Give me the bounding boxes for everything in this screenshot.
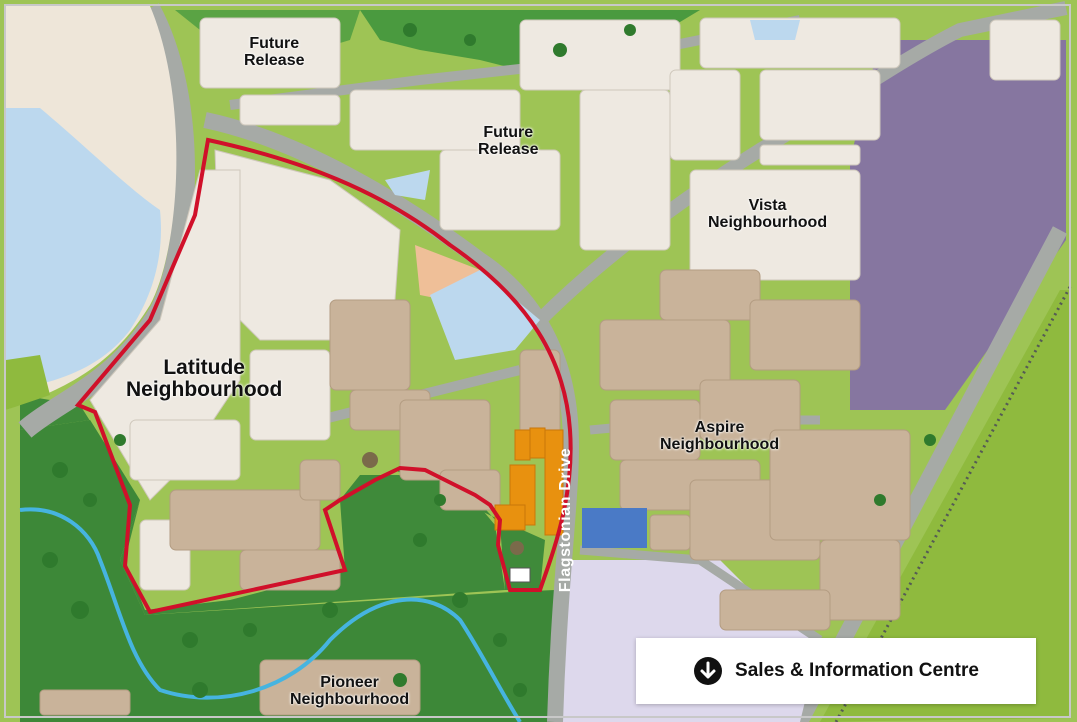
sales-information-centre-button[interactable]: Sales & Information Centre <box>636 638 1036 704</box>
playground-icon <box>510 541 524 555</box>
main-road <box>203 112 579 722</box>
tree-canopy <box>42 23 936 698</box>
creek <box>19 507 522 722</box>
latitude-boundary[interactable] <box>74 137 573 615</box>
available-lots[interactable] <box>494 427 564 536</box>
water-body-west <box>6 108 161 390</box>
road-label-flagstonian-drive: Flagstonian Drive <box>557 447 574 593</box>
commercial-lot <box>415 245 480 300</box>
school-site <box>850 40 1066 410</box>
sales-button-label: Sales & Information Centre <box>735 660 979 681</box>
arterial-road-west <box>18 3 195 438</box>
label-pioneer-neighbourhood: Pioneer Neighbourhood <box>290 674 410 708</box>
label-future-release-central: Future Release <box>478 124 539 158</box>
bushland-area-east <box>395 460 545 590</box>
label-latitude-neighbourhood: Latitude Neighbourhood <box>126 356 283 402</box>
pond-northeast <box>750 20 800 40</box>
bushland-area-south <box>20 420 575 722</box>
label-aspire-neighbourhood: Aspire Neighbourhood <box>660 419 780 453</box>
label-future-release-north: Future Release <box>244 35 305 69</box>
pond-north <box>385 170 430 200</box>
label-vista-neighbourhood: Vista Neighbourhood <box>708 197 828 231</box>
bushland-area <box>20 395 505 615</box>
building-icon <box>509 567 531 583</box>
water-body-central <box>430 270 540 360</box>
green-strip-west <box>6 355 50 410</box>
future-lots <box>89 17 1061 591</box>
released-lots <box>39 269 911 716</box>
playground-icon <box>362 452 378 468</box>
arrow-down-circle-icon <box>694 657 723 685</box>
community-lot <box>582 508 647 548</box>
